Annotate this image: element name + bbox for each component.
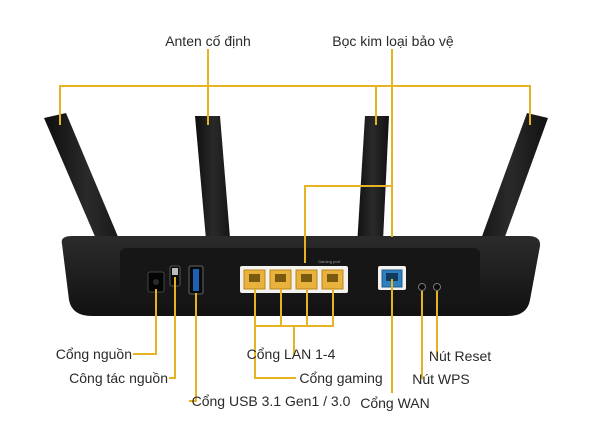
label-lan-ports: Cổng LAN 1-4 — [247, 346, 336, 362]
leader-lines — [59, 49, 531, 402]
label-fixed-antenna: Anten cố định — [165, 33, 251, 49]
label-metal-shield: Bọc kim loại bảo vệ — [332, 33, 454, 49]
antenna-3 — [356, 116, 389, 262]
wps-button — [418, 283, 426, 291]
gaming-port-mark: Gaming port — [318, 259, 341, 264]
label-wan-port: Cổng WAN — [360, 395, 430, 411]
label-wps-button: Nút WPS — [412, 371, 470, 387]
label-reset-button: Nút Reset — [429, 348, 491, 364]
antenna-2 — [195, 116, 232, 262]
label-gaming-port: Cổng gaming — [299, 370, 382, 386]
antenna-1 — [44, 113, 132, 276]
label-power-switch: Công tác nguồn — [69, 370, 168, 386]
label-usb-port: Cổng USB 3.1 Gen1 / 3.0 — [192, 393, 351, 409]
lan-ports — [240, 266, 348, 293]
reset-button — [433, 283, 441, 291]
label-power-port: Cổng nguồn — [56, 346, 132, 362]
